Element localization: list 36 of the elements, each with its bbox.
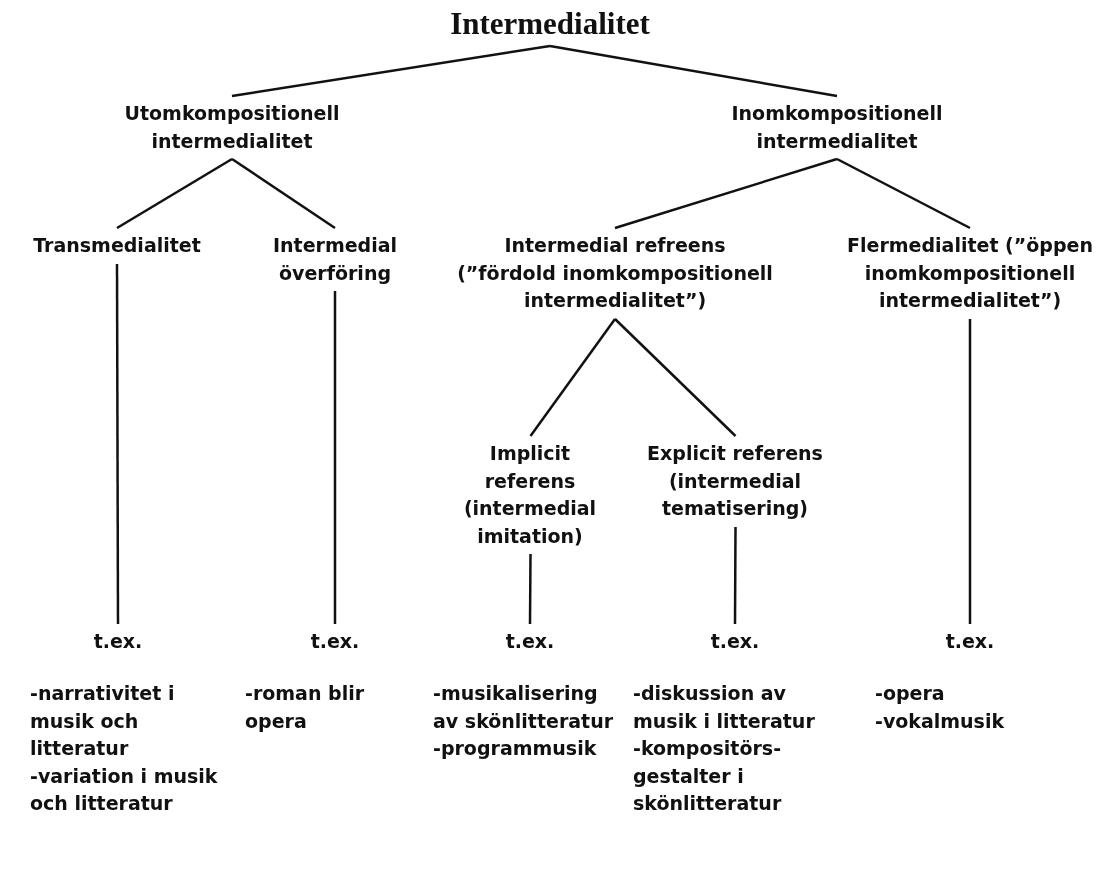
example-text: -opera xyxy=(875,681,946,706)
node-label: Intermedial refreens (”fördold inomkompositionell intermedialitet”) xyxy=(456,233,774,314)
connector-line xyxy=(836,157,971,230)
connector-line xyxy=(529,318,616,437)
node-label: Inomkompositionell intermedialitet xyxy=(730,101,944,154)
connector-line xyxy=(231,157,336,230)
example-text: -variation i musik och litteratur xyxy=(30,763,219,817)
node-label: t.ex. xyxy=(944,629,996,654)
example-text: -narrativitet i musik och litteratur xyxy=(30,681,176,762)
connector-line xyxy=(968,319,972,624)
connector-line xyxy=(231,44,551,98)
diagram-heading: Intermedialitet xyxy=(449,5,651,43)
connector-line xyxy=(549,44,838,98)
node-label: Implicit referens (intermedial imitation) xyxy=(462,441,598,549)
example-text: -vokalmusik xyxy=(875,708,1006,734)
example-text: -roman blir opera xyxy=(245,681,366,734)
node-label: Transmedialitet xyxy=(32,233,202,258)
connector-line xyxy=(733,527,737,624)
example-text: -programmusik xyxy=(433,736,598,762)
connector-line xyxy=(116,157,233,230)
example-text: -kompositörs- gestalter i skönlitteratur xyxy=(633,736,783,817)
node-label: t.ex. xyxy=(709,629,761,654)
node-label: Utomkompositionell intermedialitet xyxy=(123,101,341,154)
connector-line xyxy=(528,554,532,624)
node-label: t.ex. xyxy=(504,629,556,654)
node-label: t.ex. xyxy=(92,629,144,654)
node-label: Intermedial överföring xyxy=(271,233,399,286)
node-label: Explicit referens (intermedial tematisering) xyxy=(646,441,824,522)
connector-line xyxy=(614,157,838,230)
node-label: Flermedialitet (”öppen inomkompositionell intermedialitet”) xyxy=(846,233,1094,314)
connector-line xyxy=(614,318,737,437)
connector-line xyxy=(115,264,120,624)
example-text: -musikalisering av skönlitteratur xyxy=(433,681,615,734)
example-text: -diskussion av musik i litteratur xyxy=(633,681,816,734)
connector-line xyxy=(333,291,337,624)
node-label: t.ex. xyxy=(309,629,361,654)
